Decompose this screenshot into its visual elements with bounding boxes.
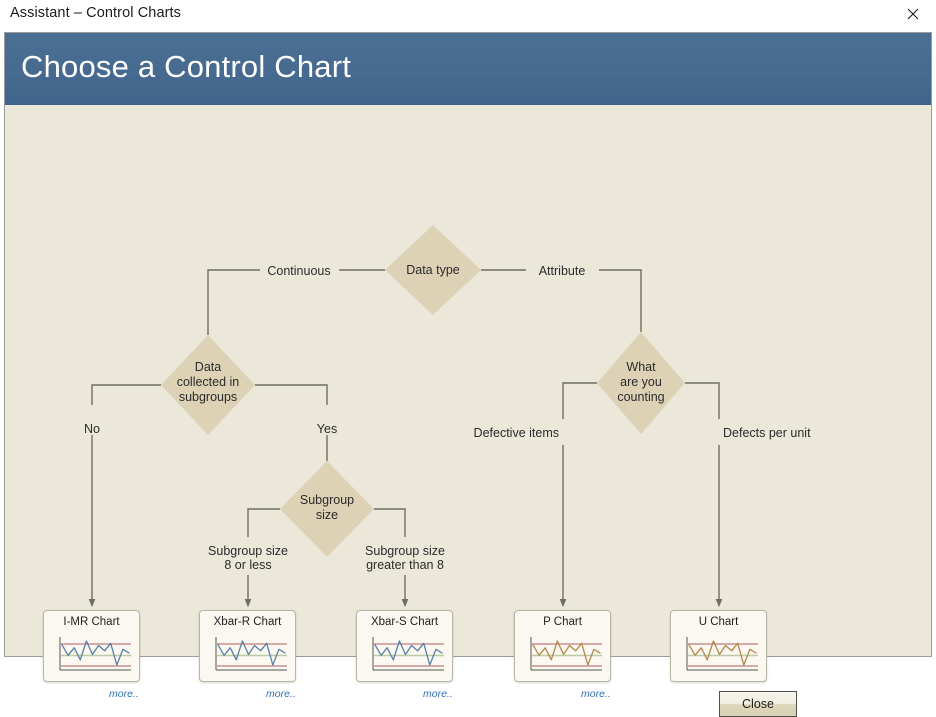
edge-defective-items (559, 382, 597, 608)
more-link-xbar-r-chart[interactable]: more.. (266, 688, 296, 700)
edge-label-defective-items: Defective items (474, 426, 559, 440)
window-titlebar: Assistant – Control Charts (0, 0, 936, 28)
more-link-p-chart[interactable]: more.. (581, 688, 611, 700)
chart-card-xbar-r-chart[interactable]: Xbar-R Chart (199, 610, 296, 682)
svg-text:Defects per unit: Defects per unit (723, 426, 811, 440)
flow-node-data-type: Data type (385, 225, 481, 315)
edge-attribute (481, 269, 642, 332)
svg-text:8 or less: 8 or less (224, 558, 271, 572)
panel-header-band: Choose a Control Chart (5, 33, 931, 105)
panel-body: Data type Data collected in subgroups Su… (5, 105, 931, 717)
flow-node-label: What (626, 360, 656, 374)
edge-label-continuous: Continuous (260, 260, 339, 278)
edge-label-attribute: Attribute (526, 260, 599, 278)
page-title: Choose a Control Chart (21, 49, 352, 84)
edge-continuous (207, 269, 385, 335)
chart-card-u-chart[interactable]: U Chart (670, 610, 767, 682)
edge-no (88, 384, 161, 608)
flow-node-label: subgroups (179, 390, 237, 404)
edge-defects-per-unit (685, 382, 723, 608)
chart-card-thumbnail (680, 635, 759, 676)
flow-node-label: Data type (406, 263, 460, 277)
svg-text:Continuous: Continuous (267, 264, 330, 278)
chart-card-xbar-s-chart[interactable]: Xbar-S Chart (356, 610, 453, 682)
chart-card-thumbnail (209, 635, 288, 676)
svg-text:greater than 8: greater than 8 (366, 558, 444, 572)
edge-label-subgroup-size-greater-than-8: Subgroup size greater than 8 (365, 544, 445, 572)
chart-card-thumbnail (366, 635, 445, 676)
flow-node-label: counting (617, 390, 664, 404)
svg-text:Attribute: Attribute (539, 264, 586, 278)
chart-card-thumbnail (524, 635, 603, 676)
chart-card-thumbnail (53, 635, 132, 676)
flow-node-label: Subgroup (300, 493, 354, 507)
flow-node-label: size (316, 508, 338, 522)
more-link-i-mr-chart[interactable]: more.. (109, 688, 139, 700)
chart-card-title: Xbar-S Chart (370, 616, 439, 628)
edge-label-defects-per-unit: Defects per unit (723, 426, 811, 440)
svg-text:Subgroup size: Subgroup size (208, 544, 288, 558)
window-title: Assistant – Control Charts (10, 5, 182, 21)
chart-card-p-chart[interactable]: P Chart (514, 610, 611, 682)
chart-card-title: I-MR Chart (63, 616, 120, 628)
more-link-xbar-s-chart[interactable]: more.. (423, 688, 453, 700)
edge-label-subgroup-size-8-or-less: Subgroup size 8 or less (208, 544, 288, 572)
flow-node-what-are-you-counting: What are you counting (597, 332, 685, 434)
assistant-dialog-panel: Choose a Control Chart (4, 32, 932, 717)
chart-card-i-mr-chart[interactable]: I-MR Chart (43, 610, 140, 682)
flow-node-label: Data (195, 360, 221, 374)
control-chart-decision-flowchart: Data type Data collected in subgroups Su… (77, 225, 811, 608)
svg-text:No: No (84, 422, 100, 436)
chart-card-title: Xbar-R Chart (213, 616, 282, 628)
svg-text:Yes: Yes (317, 422, 337, 436)
close-icon[interactable] (890, 0, 936, 28)
edge-subgroup-8-or-less (244, 508, 280, 608)
flow-node-label: are you (620, 375, 662, 389)
chart-card-title: P Chart (543, 616, 582, 628)
svg-text:Defective items: Defective items (474, 426, 559, 440)
edge-label-no: No (77, 405, 107, 436)
flow-node-subgroup-size: Subgroup size (280, 461, 374, 557)
chart-card-title: U Chart (698, 616, 739, 628)
edge-label-yes: Yes (311, 405, 343, 436)
flow-node-data-collected-in-subgroups: Data collected in subgroups (161, 335, 255, 435)
edge-subgroup-greater-than-8 (374, 508, 409, 608)
close-button[interactable]: Close (719, 691, 797, 717)
flow-node-label: collected in (177, 375, 240, 389)
svg-text:Subgroup size: Subgroup size (365, 544, 445, 558)
edge-yes (255, 384, 328, 461)
